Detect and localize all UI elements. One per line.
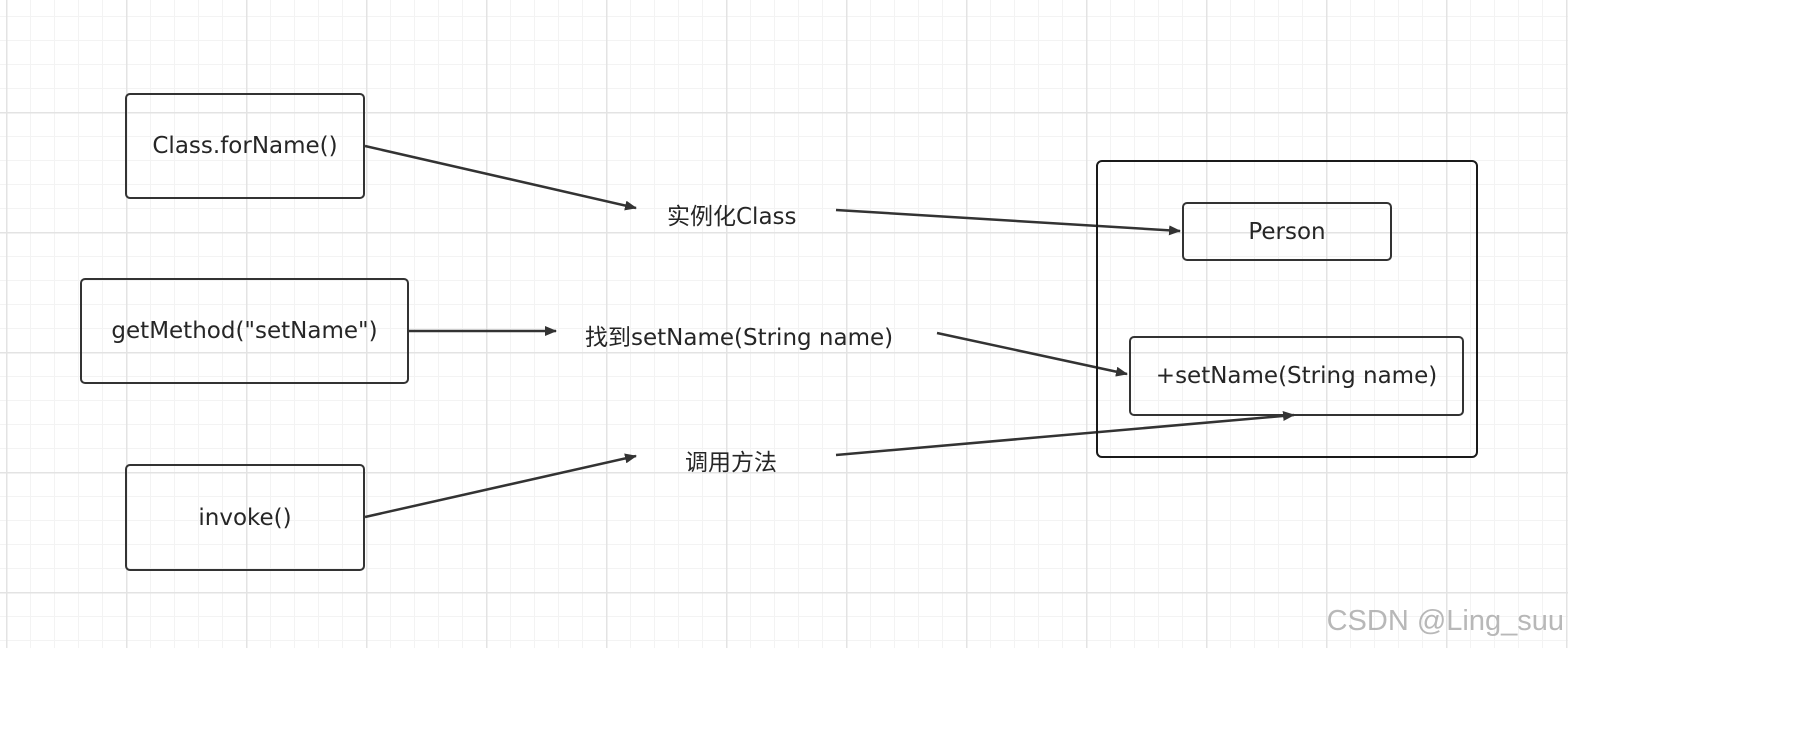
person-class-container[interactable] xyxy=(1096,160,1478,458)
getmethod-label: getMethod("setName") xyxy=(111,318,378,344)
getmethod-node[interactable]: getMethod("setName") xyxy=(80,278,409,384)
invoke-label: invoke() xyxy=(198,504,292,531)
class-forname-label: Class.forName() xyxy=(152,133,338,159)
person-node[interactable]: Person xyxy=(1182,202,1392,261)
setname-method-label: +setName(String name) xyxy=(1155,363,1438,389)
edge-invoke-to-label xyxy=(364,453,637,519)
edge-label-find-setname: 找到setName(String name) xyxy=(585,325,894,351)
watermark: CSDN @Ling_suu xyxy=(1326,605,1564,637)
edge-label-call-method: 调用方法 xyxy=(685,450,777,476)
class-forname-node[interactable]: Class.forName() xyxy=(125,93,365,199)
edge-label-instantiate-class: 实例化Class xyxy=(667,204,797,230)
edge-forname-to-label xyxy=(364,144,637,211)
person-label: Person xyxy=(1248,218,1326,245)
setname-method-node[interactable]: +setName(String name) xyxy=(1129,336,1464,416)
invoke-node[interactable]: invoke() xyxy=(125,464,365,571)
diagram-canvas: Class.forName() getMethod("setName") inv… xyxy=(0,0,1568,648)
